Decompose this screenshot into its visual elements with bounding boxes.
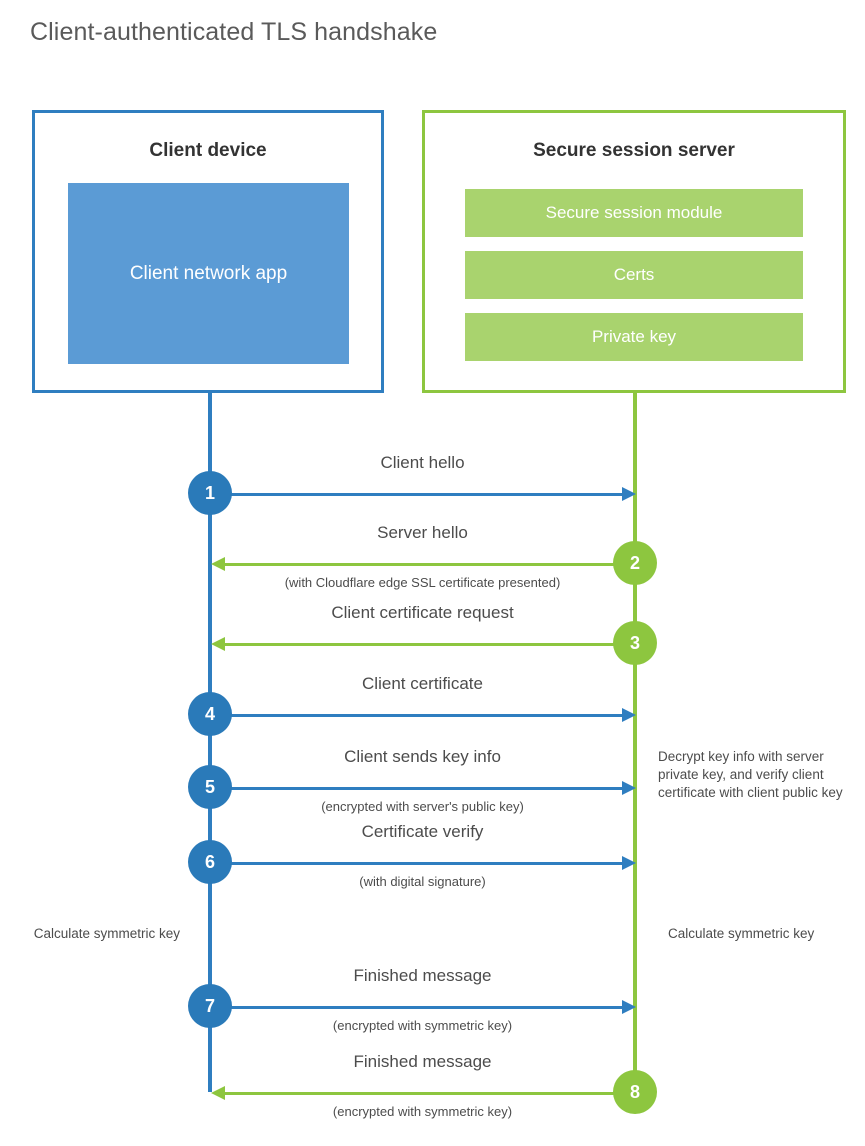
step-circle-1[interactable]: 1 xyxy=(188,471,232,515)
message-label-7: Finished message xyxy=(353,966,492,985)
message-label-4: Client certificate xyxy=(362,674,483,693)
message-arrow-3 xyxy=(216,643,635,646)
message-label-8: Finished message xyxy=(353,1052,492,1071)
message-sub-8: (encrypted with symmetric key) xyxy=(332,1104,513,1119)
message-arrow-6 xyxy=(210,862,625,865)
message-arrow-4 xyxy=(210,714,625,717)
server-lifeline xyxy=(633,393,637,1092)
message-sub-5: (encrypted with server's public key) xyxy=(321,799,524,814)
secure-session-server-box: Secure session server Secure session mod… xyxy=(422,110,846,393)
arrowhead-right-icon xyxy=(622,856,636,870)
message-sub-7: (encrypted with symmetric key) xyxy=(332,1018,513,1033)
arrowhead-right-icon xyxy=(622,1000,636,1014)
message-arrow-8 xyxy=(216,1092,635,1095)
message-arrow-5 xyxy=(210,787,625,790)
message-label-1: Client hello xyxy=(380,453,465,472)
step-circle-6[interactable]: 6 xyxy=(188,840,232,884)
message-label-6: Certificate verify xyxy=(361,822,484,841)
message-arrow-7 xyxy=(210,1006,625,1009)
step-circle-2[interactable]: 2 xyxy=(613,541,657,585)
private-key-block: Private key xyxy=(465,313,803,361)
message-arrow-2 xyxy=(216,563,635,566)
client-calculate-annotation: Calculate symmetric key xyxy=(33,926,180,941)
secure-session-module-block: Secure session module xyxy=(465,189,803,237)
step-circle-4[interactable]: 4 xyxy=(188,692,232,736)
client-lifeline xyxy=(208,393,212,1092)
secure-session-server-title: Secure session server xyxy=(533,140,735,161)
step-circle-7[interactable]: 7 xyxy=(188,984,232,1028)
message-label-5: Client sends key info xyxy=(344,747,501,766)
step-circle-8[interactable]: 8 xyxy=(613,1070,657,1114)
client-device-box: Client device Client network app xyxy=(32,110,384,393)
step-circle-5[interactable]: 5 xyxy=(188,765,232,809)
arrowhead-right-icon xyxy=(622,781,636,795)
arrowhead-left-icon xyxy=(211,1086,225,1100)
message-arrow-1 xyxy=(210,493,625,496)
step-circle-3[interactable]: 3 xyxy=(613,621,657,665)
server-calculate-annotation: Calculate symmetric key xyxy=(668,926,815,941)
server-decrypt-annotation: Decrypt key info with server private key… xyxy=(658,749,843,800)
page-title: Client-authenticated TLS handshake xyxy=(30,18,438,46)
client-device-title: Client device xyxy=(149,140,267,161)
message-sub-6: (with digital signature) xyxy=(359,874,486,889)
message-label-3: Client certificate request xyxy=(331,603,514,622)
certs-block: Certs xyxy=(465,251,803,299)
arrowhead-right-icon xyxy=(622,487,636,501)
message-sub-2: (with Cloudflare edge SSL certificate pr… xyxy=(284,575,561,590)
arrowhead-left-icon xyxy=(211,637,225,651)
arrowhead-right-icon xyxy=(622,708,636,722)
client-network-app-block: Client network app xyxy=(68,183,349,364)
arrowhead-left-icon xyxy=(211,557,225,571)
message-label-2: Server hello xyxy=(377,523,468,542)
